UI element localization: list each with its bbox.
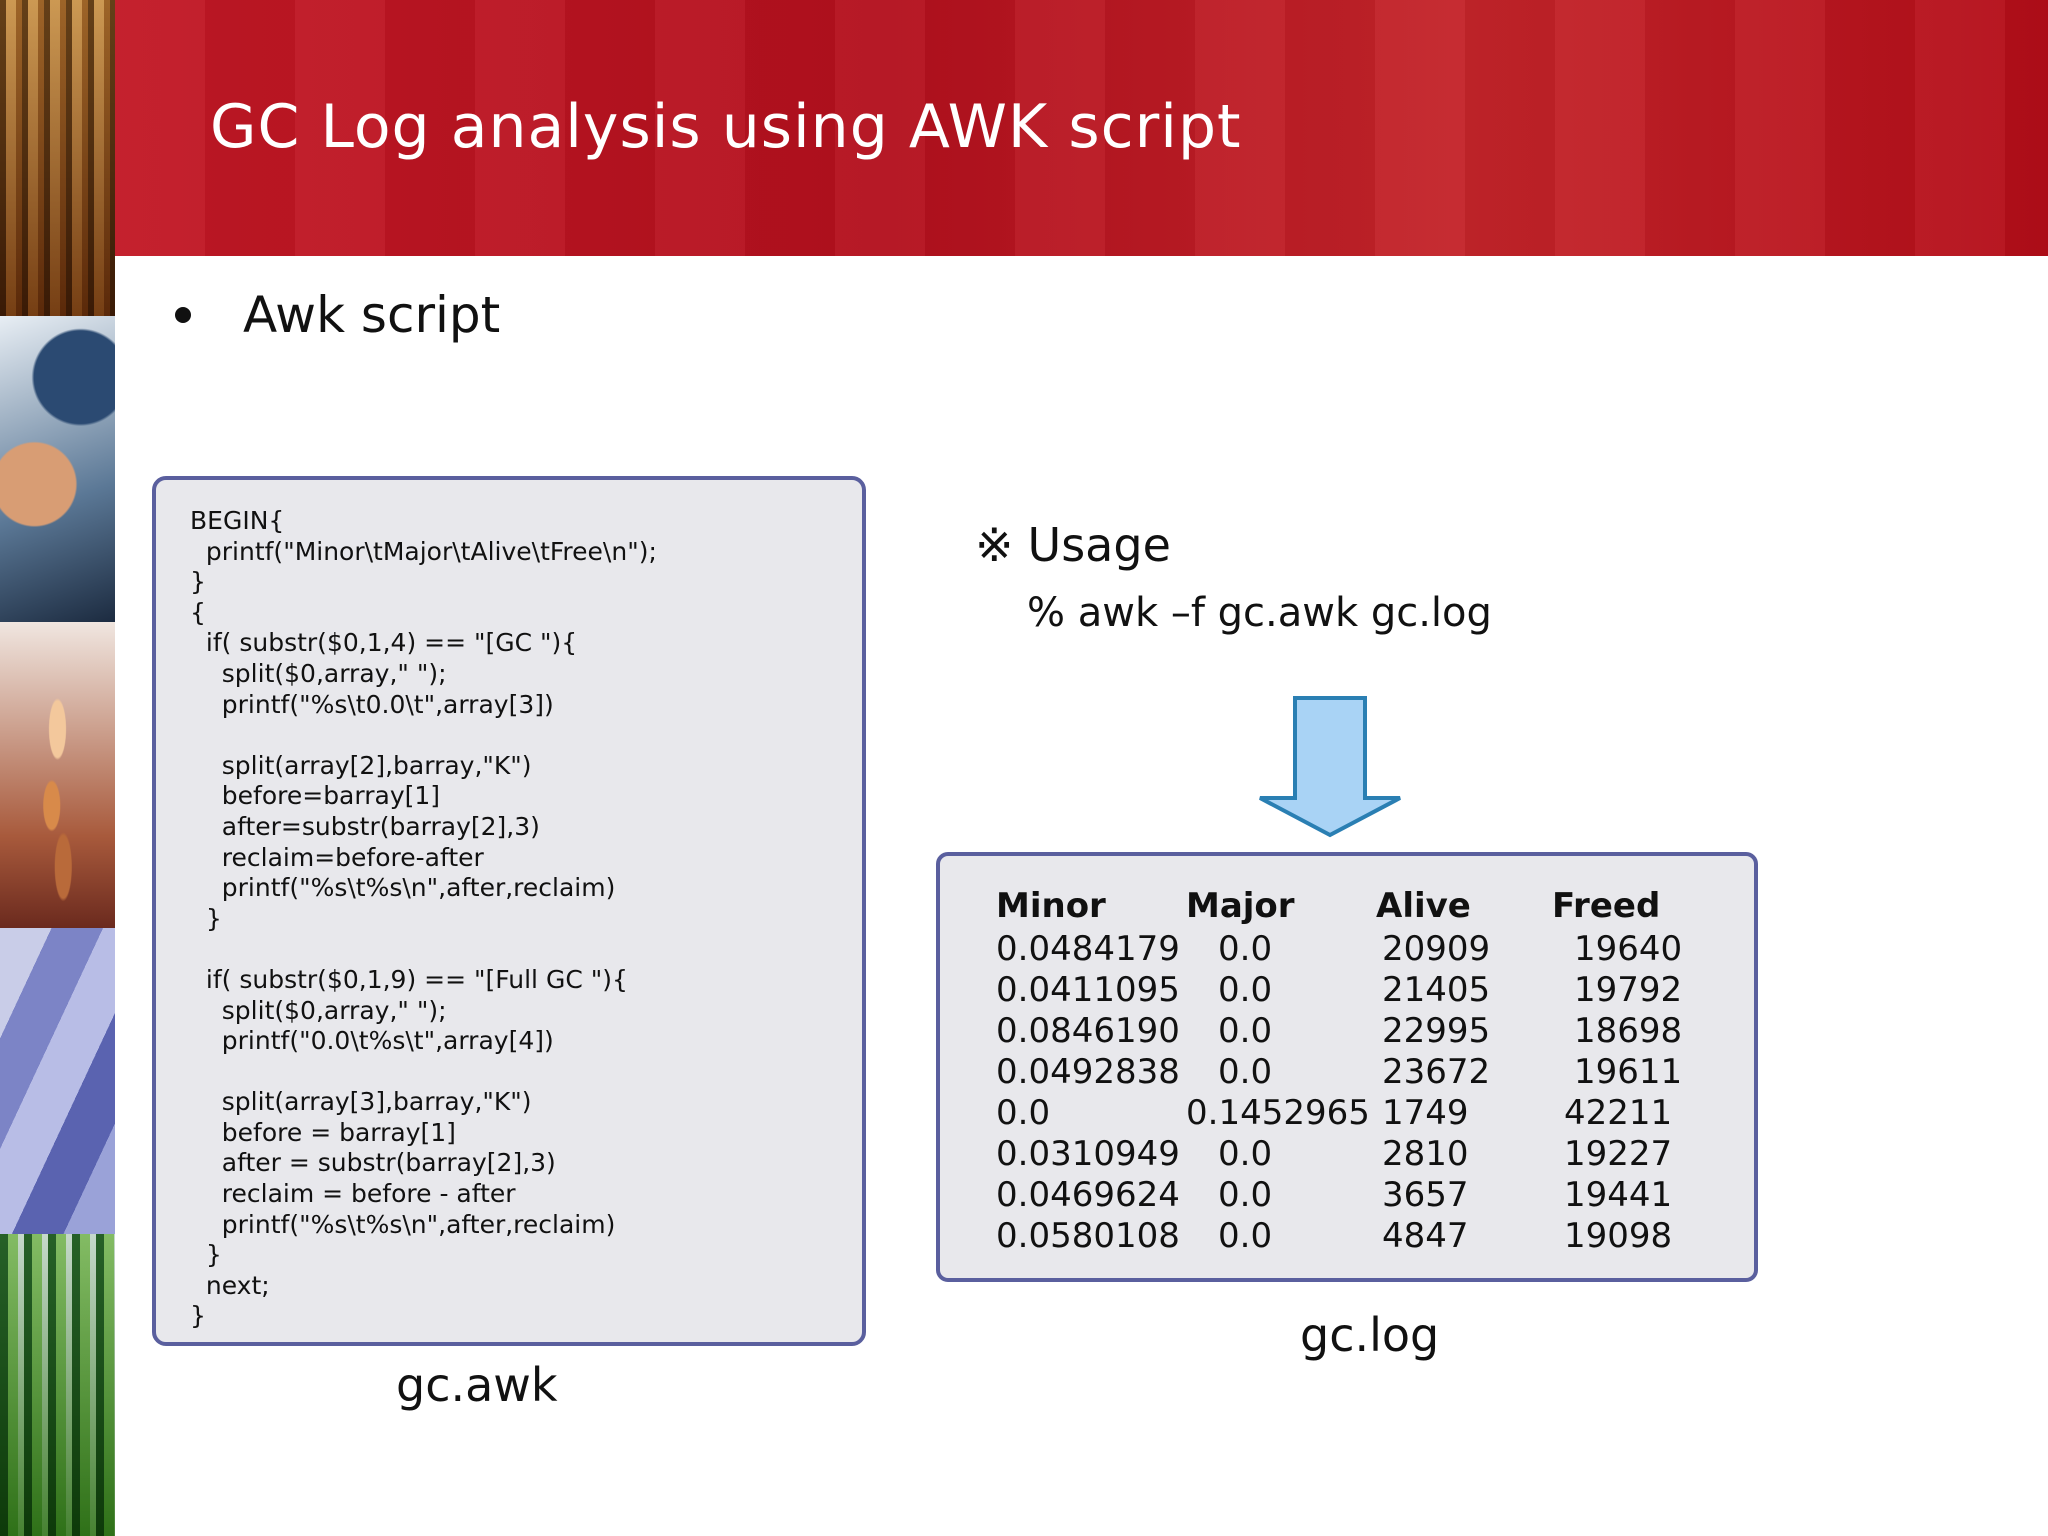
column-header-major: Major xyxy=(1186,886,1295,926)
minor-cell: 0.0484179 xyxy=(996,928,1180,969)
major-cell: 0.0 xyxy=(1218,1051,1273,1092)
table-header-row: Minor Major Alive Freed xyxy=(996,884,1682,928)
usage-command: % awk –f gc.awk gc.log xyxy=(1027,590,1492,636)
alive-cell: 4847 xyxy=(1382,1215,1469,1256)
reference-mark-icon: ※ xyxy=(975,518,1014,572)
freed-cell: 42211 xyxy=(1564,1092,1673,1133)
table-row: 0.0484179 0.0 20909 19640 xyxy=(996,928,1682,969)
major-cell: 0.1452965 xyxy=(1186,1092,1370,1133)
minor-cell: 0.0411095 xyxy=(996,969,1180,1010)
gc-log-table: Minor Major Alive Freed 0.0484179 0.0 2090… xyxy=(996,884,1682,1256)
test-tubes-image xyxy=(0,1234,115,1536)
freed-cell: 19640 xyxy=(1574,928,1683,969)
table-row: 0.0 0.1452965 1749 42211 xyxy=(996,1092,1682,1133)
table-row: 0.0580108 0.0 4847 19098 xyxy=(996,1215,1682,1256)
major-cell: 0.0 xyxy=(1218,1174,1273,1215)
usage-heading: ※ Usage xyxy=(975,518,1171,572)
log-caption: gc.log xyxy=(1300,1308,1440,1362)
minor-cell: 0.0846190 xyxy=(996,1010,1180,1051)
minor-cell: 0.0469624 xyxy=(996,1174,1180,1215)
table-row: 0.0492838 0.0 23672 19611 xyxy=(996,1051,1682,1092)
alive-cell: 3657 xyxy=(1382,1174,1469,1215)
major-cell: 0.0 xyxy=(1218,1010,1273,1051)
hand-holding-device-image xyxy=(0,316,115,622)
alive-cell: 1749 xyxy=(1382,1092,1469,1133)
warehouse-shelves-image xyxy=(0,0,115,316)
awk-script-code: BEGIN{ printf("Minor\tMajor\tAlive\tFree… xyxy=(190,506,657,1331)
gc-log-output-box: Minor Major Alive Freed 0.0484179 0.0 2090… xyxy=(936,852,1758,1282)
freed-cell: 19441 xyxy=(1564,1174,1673,1215)
title-banner xyxy=(115,0,2048,256)
column-header-freed: Freed xyxy=(1552,886,1661,926)
decorative-photo-strip xyxy=(0,0,115,1536)
freed-cell: 18698 xyxy=(1574,1010,1683,1051)
bullet-dot-icon xyxy=(175,307,191,323)
abstract-blue-image xyxy=(0,928,115,1234)
column-header-minor: Minor xyxy=(996,886,1106,926)
freed-cell: 19227 xyxy=(1564,1133,1673,1174)
minor-cell: 0.0310949 xyxy=(996,1133,1180,1174)
slide-title: GC Log analysis using AWK script xyxy=(210,92,1242,162)
minor-cell: 0.0492838 xyxy=(996,1051,1180,1092)
bullet-item: Awk script xyxy=(175,286,500,344)
column-header-alive: Alive xyxy=(1376,886,1471,926)
table-row: 0.0469624 0.0 3657 19441 xyxy=(996,1174,1682,1215)
pills-and-glasses-image xyxy=(0,622,115,928)
table-row: 0.0411095 0.0 21405 19792 xyxy=(996,969,1682,1010)
major-cell: 0.0 xyxy=(1218,928,1273,969)
alive-cell: 23672 xyxy=(1382,1051,1491,1092)
freed-cell: 19611 xyxy=(1574,1051,1683,1092)
awk-script-box: BEGIN{ printf("Minor\tMajor\tAlive\tFree… xyxy=(152,476,866,1346)
alive-cell: 22995 xyxy=(1382,1010,1491,1051)
freed-cell: 19098 xyxy=(1564,1215,1673,1256)
down-arrow-icon xyxy=(1259,696,1401,838)
usage-label: Usage xyxy=(1027,518,1171,572)
minor-cell: 0.0 xyxy=(996,1092,1051,1133)
table-row: 0.0310949 0.0 2810 19227 xyxy=(996,1133,1682,1174)
awk-caption: gc.awk xyxy=(396,1358,558,1412)
alive-cell: 2810 xyxy=(1382,1133,1469,1174)
major-cell: 0.0 xyxy=(1218,969,1273,1010)
alive-cell: 20909 xyxy=(1382,928,1491,969)
alive-cell: 21405 xyxy=(1382,969,1491,1010)
bullet-text: Awk script xyxy=(243,286,501,344)
minor-cell: 0.0580108 xyxy=(996,1215,1180,1256)
table-row: 0.0846190 0.0 22995 18698 xyxy=(996,1010,1682,1051)
major-cell: 0.0 xyxy=(1218,1215,1273,1256)
major-cell: 0.0 xyxy=(1218,1133,1273,1174)
freed-cell: 19792 xyxy=(1574,969,1683,1010)
gc-log-rows: 0.0484179 0.0 20909 19640 0.0411095 0.0 21405 1… xyxy=(996,928,1682,1256)
